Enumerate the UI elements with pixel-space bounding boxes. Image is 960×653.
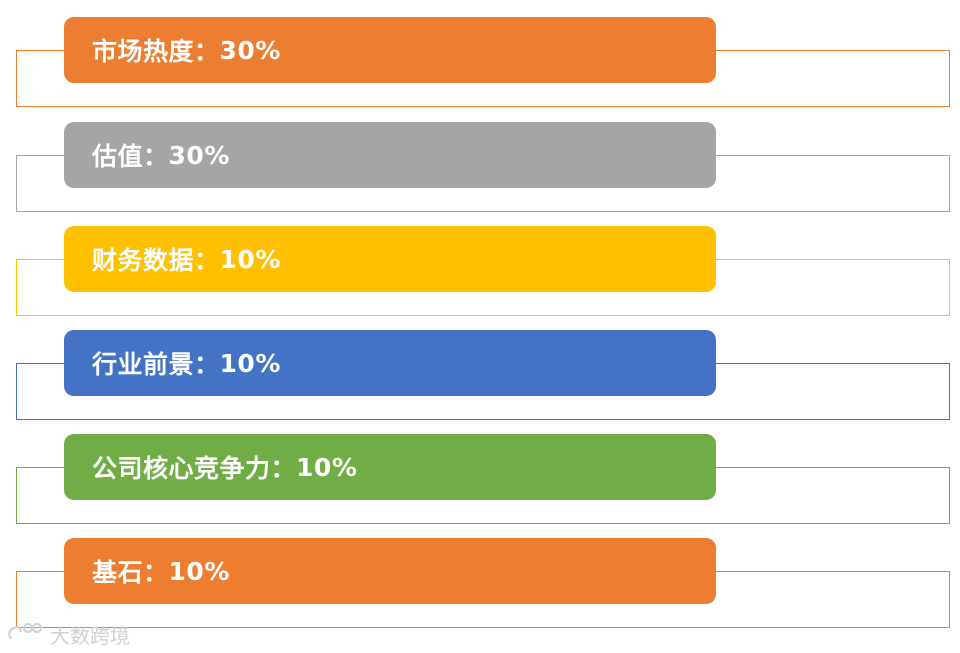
factor-weight: 30% — [168, 140, 230, 170]
weibo-like-logo-icon — [6, 620, 46, 649]
factor-weight: 10% — [296, 452, 358, 482]
factor-sep: ： — [143, 558, 169, 587]
factor-pill-5: 公司核心竞争力：10% — [64, 434, 716, 500]
factor-name: 公司核心竞争力 — [92, 454, 271, 483]
factor-sep: ： — [270, 454, 297, 483]
watermark-text: 大数跨境 — [50, 624, 130, 648]
factor-sep: ： — [194, 246, 220, 275]
factor-pill-6: 基石：10% — [64, 538, 716, 604]
factor-name: 市场热度 — [92, 37, 195, 66]
factor-weight: 10% — [219, 244, 281, 274]
factor-sep: ： — [143, 142, 169, 171]
factor-weight: 30% — [219, 35, 281, 65]
factor-pill-3: 财务数据：10% — [64, 226, 716, 292]
factor-pill-2: 估值：30% — [64, 122, 716, 188]
factor-pill-4: 行业前景：10% — [64, 330, 716, 396]
factor-name: 基石 — [92, 558, 144, 587]
factor-pill-1: 市场热度：30% — [64, 17, 716, 83]
factor-name: 估值 — [92, 142, 144, 171]
factor-weight: 10% — [219, 348, 281, 378]
factor-sep: ： — [194, 37, 220, 66]
watermark: 大数跨境 — [6, 620, 130, 649]
factor-weight: 10% — [168, 556, 230, 586]
factor-name: 财务数据 — [92, 246, 195, 275]
factor-name: 行业前景 — [92, 350, 195, 379]
factor-sep: ： — [194, 350, 220, 379]
